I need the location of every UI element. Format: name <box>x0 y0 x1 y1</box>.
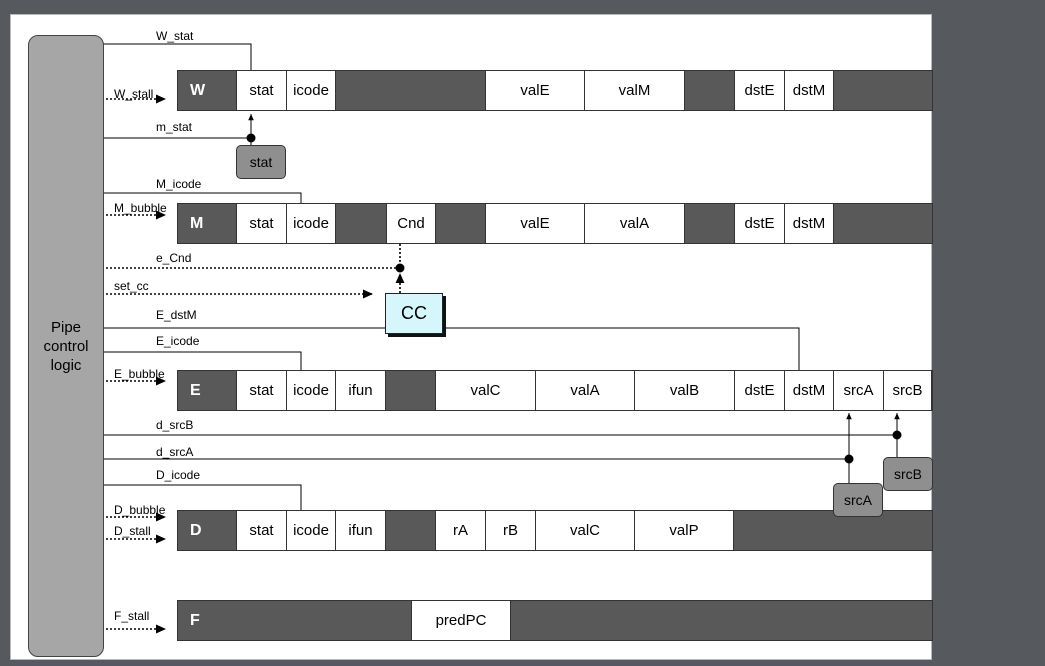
stage-d: D stat icode ifun rA rB valC valP <box>177 510 933 551</box>
sig-e-bubble: E_bubble <box>114 367 165 381</box>
sig-f-stall: F_stall <box>114 609 150 623</box>
diagram-canvas: Pipe control logic W stat icode valE val… <box>10 14 933 660</box>
sig-set-cc: set_cc <box>114 279 149 293</box>
srca-box: srcA <box>833 483 883 517</box>
sig-d-bubble: D_bubble <box>114 503 166 517</box>
junction-m-stat <box>246 133 256 143</box>
d-ifun-field: ifun <box>335 511 386 550</box>
sig-d-icode: D_icode <box>156 468 201 482</box>
m-stat-field: stat <box>236 204 287 243</box>
sig-m-bubble: M_bubble <box>114 201 167 215</box>
m-icode-field: icode <box>286 204 336 243</box>
d-stat-field: stat <box>236 511 287 550</box>
d-rb-field: rB <box>485 511 536 550</box>
f-predpc-field: predPC <box>411 601 511 640</box>
e-stat-field: stat <box>236 371 287 410</box>
wiring <box>94 41 902 634</box>
wire-w-stat <box>94 41 252 70</box>
junction-d-srcb <box>892 430 902 440</box>
sig-d-stall: D_stall <box>114 524 151 538</box>
sig-d-srcb: d_srcB <box>156 418 194 432</box>
stage-f: F predPC <box>177 600 933 641</box>
junction-e-cnd <box>395 263 405 273</box>
w-icode-field: icode <box>286 71 336 110</box>
d-valp-field: valP <box>634 511 734 550</box>
stage-m: M stat icode Cnd valE valA dstE dstM <box>177 203 933 244</box>
cc-box: CC <box>385 293 443 334</box>
e-dstm-field: dstM <box>784 371 834 410</box>
stage-e: E stat icode ifun valC valA valB dstE ds… <box>177 370 933 411</box>
stat-box: stat <box>236 145 286 179</box>
junction-d-srca <box>844 454 854 464</box>
srcb-box: srcB <box>883 457 933 491</box>
sig-w-stat: W_stat <box>156 29 194 43</box>
w-stat-field: stat <box>236 71 287 110</box>
e-srca-field: srcA <box>833 371 884 410</box>
e-ifun-field: ifun <box>335 371 386 410</box>
w-dstm-field: dstM <box>784 71 834 110</box>
stage-w: W stat icode valE valM dstE dstM <box>177 70 933 111</box>
e-valb-field: valB <box>634 371 735 410</box>
e-valc-field: valC <box>435 371 536 410</box>
stage-m-label: M <box>190 215 204 232</box>
stage-w-label: W <box>190 82 206 99</box>
e-vala-field: valA <box>535 371 635 410</box>
m-dstm-field: dstM <box>784 204 834 243</box>
m-vala-field: valA <box>584 204 685 243</box>
wire-m-icode <box>94 190 302 203</box>
e-srcb-field: srcB <box>883 371 932 410</box>
e-icode-field: icode <box>286 371 336 410</box>
m-vale-field: valE <box>485 204 585 243</box>
sig-e-icode: E_icode <box>156 334 200 348</box>
sig-w-stall: W_stall <box>114 87 154 101</box>
sig-d-srca: d_srcA <box>156 445 194 459</box>
w-valm-field: valM <box>584 71 685 110</box>
stage-d-label: D <box>190 522 202 539</box>
m-dste-field: dstE <box>734 204 785 243</box>
sig-m-stat: m_stat <box>156 120 193 134</box>
m-cnd-field: Cnd <box>386 204 436 243</box>
sig-e-dstm: E_dstM <box>156 308 197 322</box>
d-valc-field: valC <box>535 511 635 550</box>
stage-f-label: F <box>190 612 200 629</box>
sig-m-icode: M_icode <box>156 177 202 191</box>
wire-e-dstm <box>94 325 800 370</box>
e-dste-field: dstE <box>734 371 785 410</box>
w-dste-field: dstE <box>734 71 785 110</box>
sig-e-cnd: e_Cnd <box>156 251 192 265</box>
stage-e-label: E <box>190 382 201 399</box>
wire-d-icode <box>94 482 302 510</box>
d-ra-field: rA <box>435 511 486 550</box>
pipe-control-logic: Pipe control logic <box>28 35 104 657</box>
w-vale-field: valE <box>485 71 585 110</box>
d-icode-field: icode <box>286 511 336 550</box>
wire-e-icode <box>94 349 302 370</box>
